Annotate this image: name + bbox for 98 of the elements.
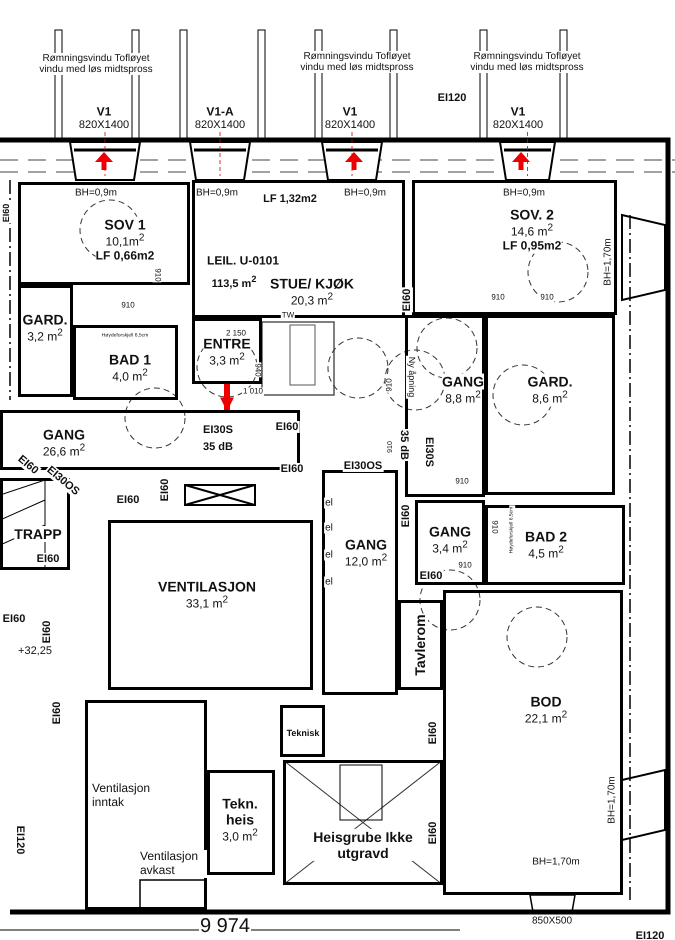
- room-name: GANG: [442, 374, 484, 390]
- area-label: 3,0 m$^{2}$: [222, 828, 258, 844]
- dimension-label: 940: [252, 362, 262, 378]
- fire-rating-label: EI30OS: [342, 460, 384, 472]
- window-size-label: 820X1400: [492, 118, 544, 132]
- fire-rating-label: EI120: [634, 930, 666, 940]
- fire-rating-label: EI60: [426, 720, 440, 746]
- dimension-label: 910: [457, 562, 473, 570]
- room-name: SOV. 2: [510, 206, 554, 223]
- fire-rating-label: EI30S: [202, 424, 234, 436]
- room-name: Teknisk: [286, 728, 320, 738]
- dimension-label: 910: [490, 519, 498, 535]
- unit-name: LEIL. U-0101: [206, 254, 280, 268]
- room-name: STUE/ KJØK: [270, 276, 354, 292]
- dimension-label: 2 150: [224, 330, 248, 338]
- fire-rating-label: EI60: [426, 820, 440, 846]
- fire-rating-label: EI60: [400, 288, 414, 312]
- window-size-label: 820X1400: [78, 118, 130, 132]
- note-label: Ny åpning: [406, 356, 416, 398]
- room-name: TRAPP: [14, 526, 62, 542]
- fire-rating-label: EI60: [40, 620, 54, 644]
- area-label: 20,3 m$^{2}$: [290, 292, 334, 308]
- room-name: VENTILASJON: [158, 578, 256, 595]
- room-outline: [485, 505, 625, 585]
- sound-rating-label: 35 dB: [202, 440, 234, 454]
- room-name: ENTRE: [203, 336, 251, 352]
- fire-rating-label: EI60: [36, 552, 60, 566]
- room-outline: [73, 325, 178, 400]
- dimension-label: 1 010: [242, 388, 264, 396]
- room-name: GANG: [43, 426, 85, 443]
- window-area-label: LF 0,66m2: [96, 250, 154, 264]
- area-label: 26,6 m$^{2}$: [42, 442, 86, 460]
- fire-rating-label: EI60: [274, 420, 300, 434]
- fire-rating-label: EI120: [14, 824, 26, 856]
- note-label: el: [324, 576, 334, 588]
- fire-rating-label: EI60: [400, 504, 412, 528]
- fire-rating-label: EI60: [2, 612, 26, 626]
- sill-height-label: BH=1,70m: [531, 856, 581, 868]
- unit-area-label: 113,5 m$^{2}$: [210, 274, 258, 290]
- fire-rating-label: EI30S: [422, 436, 436, 468]
- area-label: 8,8 m$^{2}$: [445, 390, 481, 406]
- window-area-label: LF 0,95m2: [502, 240, 562, 254]
- room-outline: [283, 760, 443, 885]
- area-label: 8,6 m$^{2}$: [532, 390, 568, 406]
- room-name: Tavlerom: [412, 614, 428, 676]
- dimension-label: 910: [454, 478, 470, 486]
- dimension-label: 910: [490, 294, 506, 302]
- dimension-label: 910: [152, 267, 162, 283]
- area-label: 12,0 m$^{2}$: [344, 552, 388, 570]
- level-label: +32,25: [17, 644, 53, 658]
- room-outline: [207, 770, 275, 875]
- room-outline: [485, 315, 615, 495]
- arrow: [220, 384, 234, 412]
- area-label: 4,5 m$^{2}$: [528, 544, 564, 562]
- fire-rating-label: EI60: [280, 462, 304, 476]
- note-label: el: [324, 550, 334, 560]
- area-label: 33,1 m$^{2}$: [186, 594, 228, 612]
- fire-rating-label: EI60: [116, 494, 140, 506]
- note-label: TW: [280, 312, 296, 320]
- room-name: GARD.: [527, 374, 573, 390]
- fire-rating-label: EI60: [2, 202, 12, 224]
- area-label: 14,6 m$^{2}$: [510, 222, 554, 240]
- sill-height-label: BH=0,9m: [195, 188, 239, 198]
- fire-rating-label: EI60: [158, 478, 172, 502]
- sound-rating-label: 35 dB: [398, 429, 410, 461]
- room-outline: [108, 520, 313, 690]
- note-label: el: [324, 522, 334, 534]
- fire-rating-label: EI120: [436, 92, 468, 104]
- dimension-label: 910: [120, 302, 136, 310]
- window-area-label: LF 1,32m2: [262, 192, 318, 206]
- area-label: 22,1 m$^{2}$: [524, 710, 568, 726]
- sill-height-label: BH=0,9m: [74, 188, 118, 198]
- room-name: BOD: [530, 694, 562, 710]
- sill-height-label: BH=0,9m: [343, 188, 387, 198]
- fire-rating-label: EI60: [50, 700, 64, 726]
- window-size-label: 820X1400: [324, 118, 376, 132]
- dimension-label: 910: [539, 294, 555, 302]
- room-outline: [443, 590, 623, 895]
- area-label: 3,4 m$^{2}$: [432, 540, 468, 556]
- room-outline: [18, 285, 73, 397]
- window-size-label: 820X1400: [194, 118, 246, 132]
- sill-height-label: BH=0,9m: [502, 188, 546, 198]
- area-label: 10,1m$^{2}$: [106, 232, 144, 250]
- area-label: 3,2 m$^{2}$: [27, 328, 63, 344]
- fire-rating-label: EI60: [418, 570, 444, 582]
- room-outline: [398, 600, 443, 690]
- room-name: GANG: [429, 524, 471, 540]
- note-label: el: [324, 498, 334, 508]
- area-label: 4,0 m$^{2}$: [112, 368, 148, 384]
- sill-height-label: BH=1,70m: [602, 237, 614, 287]
- room-name: GANG: [345, 536, 387, 553]
- room-outline: [280, 705, 325, 757]
- room-name: SOV 1: [104, 216, 146, 233]
- area-label: 3,3 m$^{2}$: [209, 352, 245, 368]
- dimension-label: 910: [386, 377, 394, 393]
- sill-height-label: BH=1,70m: [606, 775, 618, 825]
- window-size-label: 850X500: [530, 916, 574, 926]
- room-name: GARD.: [22, 312, 68, 328]
